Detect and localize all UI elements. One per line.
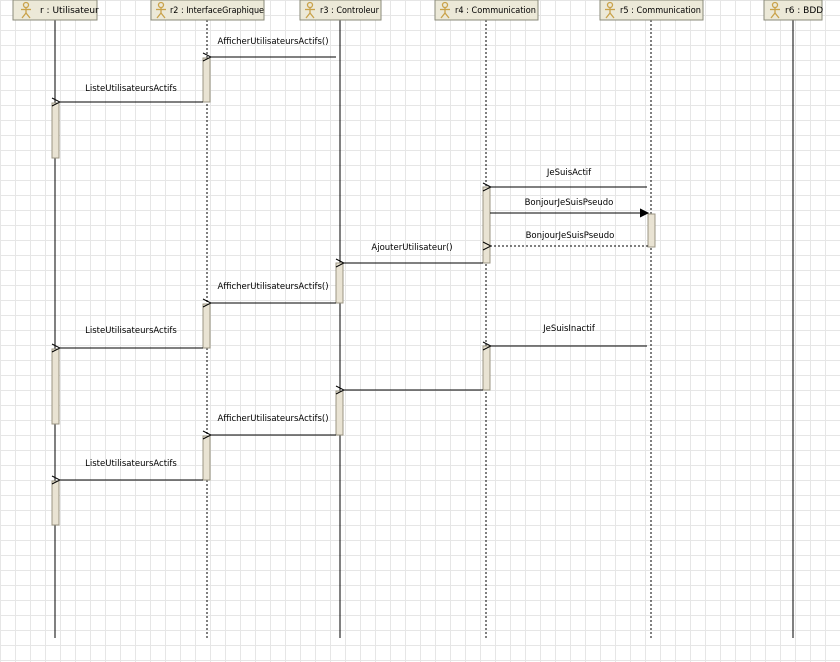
message-label: AfficherUtilisateursActifs() — [217, 414, 328, 424]
lifeline-label: r3 : Controleur — [320, 6, 379, 16]
lifeline-header-r6[interactable]: r6 : BDD — [763, 0, 823, 21]
activation-bar[interactable] — [647, 213, 656, 248]
actor-icon — [305, 1, 315, 19]
message-label: AfficherUtilisateursActifs() — [217, 37, 328, 47]
lifeline-label: r6 : BDD — [785, 6, 823, 16]
activation-bar[interactable] — [202, 303, 211, 349]
lifeline-label: r : Utilisateur — [40, 6, 99, 16]
activation-bar[interactable] — [202, 435, 211, 481]
activation-bar[interactable] — [482, 345, 491, 391]
message-label: BonjourJeSuisPseudo — [526, 231, 615, 241]
lifeline-header-r4[interactable]: r4 : Communication — [434, 0, 539, 21]
message-label: AjouterUtilisateur() — [371, 243, 452, 253]
activation-bar[interactable] — [51, 102, 60, 159]
lifeline-header-r2[interactable]: r2 : InterfaceGraphique — [150, 0, 265, 21]
message-label: ListeUtilisateursActifs — [85, 326, 177, 336]
message-label: ListeUtilisateursActifs — [85, 84, 177, 94]
actor-icon — [156, 1, 166, 19]
activations — [51, 57, 656, 526]
message-label: ListeUtilisateursActifs — [85, 459, 177, 469]
activation-bar[interactable] — [202, 57, 211, 103]
actor-icon — [440, 1, 450, 19]
lifeline-label: r2 : InterfaceGraphique — [170, 6, 264, 16]
activation-bar[interactable] — [51, 348, 60, 425]
message-label: BonjourJeSuisPseudo — [525, 198, 614, 208]
messages: AfficherUtilisateursActifs() ListeUtilis… — [60, 37, 648, 480]
actor-icon — [770, 1, 780, 19]
activation-bar[interactable] — [335, 262, 344, 304]
lifeline-header-r3[interactable]: r3 : Controleur — [299, 0, 382, 21]
lifeline-label: r4 : Communication — [455, 6, 536, 16]
lifeline-headers: r : Utilisateur r2 : InterfaceGraphique … — [12, 0, 823, 21]
lifeline-header-r[interactable]: r : Utilisateur — [12, 0, 99, 21]
lifeline-header-r5[interactable]: r5 : Communication — [599, 0, 704, 21]
message-label: JeSuisInactif — [542, 324, 596, 334]
activation-bar[interactable] — [51, 480, 60, 526]
activation-bar[interactable] — [482, 186, 491, 264]
lifeline-label: r5 : Communication — [620, 6, 701, 16]
activation-bar[interactable] — [335, 390, 344, 436]
message-label: AfficherUtilisateursActifs() — [217, 282, 328, 292]
actor-icon — [605, 1, 615, 19]
actor-icon — [21, 1, 31, 19]
message-label: JeSuisActif — [546, 168, 592, 178]
